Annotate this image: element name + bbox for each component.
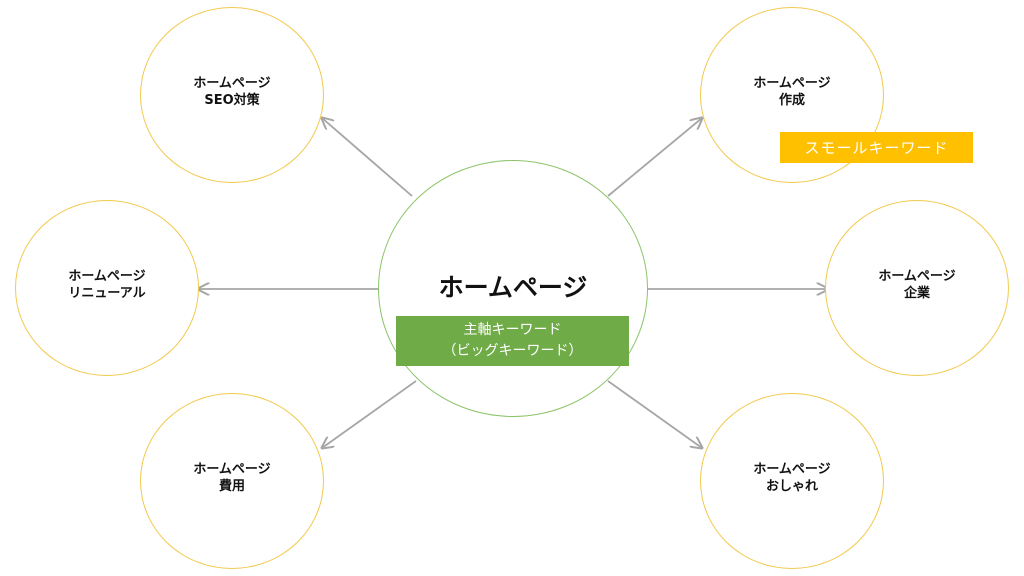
- satellite-label-cost: ホームページ 費用: [193, 462, 271, 494]
- central-node-title: ホームページ: [438, 273, 588, 302]
- arrow-to-stylish: [607, 380, 702, 448]
- arrow-to-create: [607, 118, 702, 197]
- satellite-node-company: ホームページ 企業: [825, 200, 1009, 376]
- arrow-to-seo: [322, 118, 413, 197]
- arrow-to-cost: [322, 380, 417, 448]
- satellite-label-seo: ホームページ SEO対策: [193, 76, 271, 108]
- satellite-label-create: ホームページ 作成: [753, 76, 831, 108]
- satellite-node-seo: ホームページ SEO対策: [140, 7, 324, 183]
- main-keyword-tag: 主軸キーワード （ビッグキーワード）: [396, 316, 629, 366]
- satellite-label-company: ホームページ 企業: [878, 269, 956, 301]
- satellite-node-stylish: ホームページ おしゃれ: [700, 393, 884, 569]
- central-node: ホームページ: [378, 160, 648, 417]
- small-keyword-tag: スモールキーワード: [780, 132, 973, 163]
- satellite-node-cost: ホームページ 費用: [140, 393, 324, 569]
- satellite-node-renewal: ホームページ リニューアル: [15, 200, 199, 376]
- satellite-label-stylish: ホームページ おしゃれ: [753, 462, 831, 494]
- satellite-label-renewal: ホームページ リニューアル: [68, 269, 146, 301]
